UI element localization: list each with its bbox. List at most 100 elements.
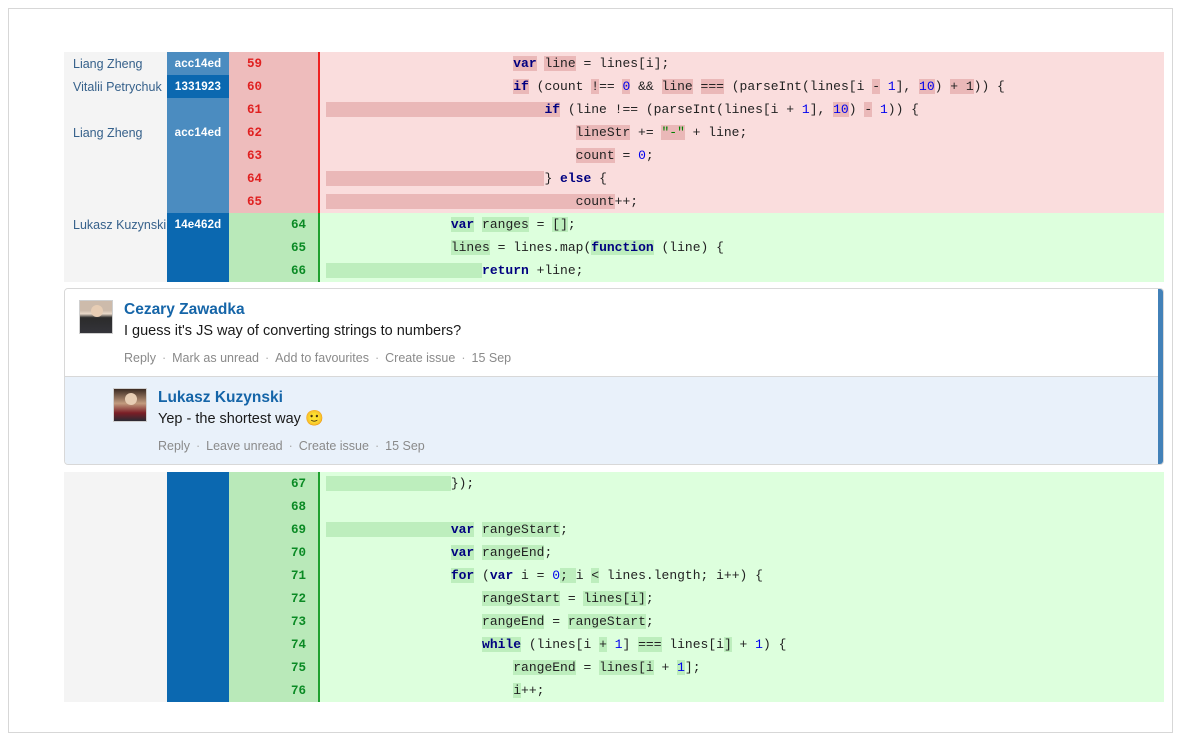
diff-row[interactable]: 65 count++; bbox=[64, 190, 1164, 213]
diff-line-number[interactable]: 70 bbox=[229, 541, 319, 564]
diff-row[interactable]: 69 var rangeStart; bbox=[64, 518, 1164, 541]
diff-commit-hash[interactable]: acc14ed bbox=[167, 121, 229, 144]
action-separator: · bbox=[374, 351, 380, 365]
avatar-face bbox=[91, 305, 103, 317]
diff-line-number[interactable]: 59 bbox=[229, 52, 319, 75]
avatar[interactable] bbox=[113, 388, 147, 422]
avatar[interactable] bbox=[79, 300, 113, 334]
diff-row[interactable]: 76 i++; bbox=[64, 679, 1164, 702]
diff-code-cell[interactable]: rangeEnd = lines[i + 1]; bbox=[318, 656, 1164, 679]
diff-code-cell[interactable]: lines = lines.map(function (line) { bbox=[318, 236, 1164, 259]
diff-code-cell[interactable]: for (var i = 0; i < lines.length; i++) { bbox=[318, 564, 1164, 587]
diff-line-number[interactable]: 67 bbox=[229, 472, 319, 495]
diff-row[interactable]: 61 if (line !== (parseInt(lines[i + 1], … bbox=[64, 98, 1164, 121]
diff-commit-hash[interactable] bbox=[167, 610, 229, 633]
diff-line-number[interactable]: 73 bbox=[229, 610, 319, 633]
diff-code-cell[interactable]: var ranges = []; bbox=[318, 213, 1164, 236]
comment-action-leave-unread[interactable]: Leave unread bbox=[206, 439, 283, 453]
diff-code-cell[interactable]: count = 0; bbox=[318, 144, 1164, 167]
diff-row[interactable]: 71 for (var i = 0; i < lines.length; i++… bbox=[64, 564, 1164, 587]
diff-line-number[interactable]: 60 bbox=[229, 75, 319, 98]
comment-action-mark-as-unread[interactable]: Mark as unread bbox=[172, 351, 259, 365]
diff-line-number[interactable]: 71 bbox=[229, 564, 319, 587]
diff-commit-hash[interactable]: acc14ed bbox=[167, 52, 229, 75]
diff-line-number[interactable]: 62 bbox=[229, 121, 319, 144]
diff-line-number[interactable]: 69 bbox=[229, 518, 319, 541]
diff-row[interactable]: 65 lines = lines.map(function (line) { bbox=[64, 236, 1164, 259]
diff-code-cell[interactable]: } else { bbox=[318, 167, 1164, 190]
diff-row[interactable]: 63 count = 0; bbox=[64, 144, 1164, 167]
diff-commit-hash[interactable] bbox=[167, 190, 229, 213]
diff-code-cell[interactable]: lineStr += "-" + line; bbox=[318, 121, 1164, 144]
diff-code-cell[interactable]: var line = lines[i]; bbox=[318, 52, 1164, 75]
diff-code-cell[interactable]: }); bbox=[318, 472, 1164, 495]
diff-author-cell bbox=[64, 610, 167, 633]
diff-row[interactable]: 70 var rangeEnd; bbox=[64, 541, 1164, 564]
diff-line-number[interactable]: 64 bbox=[229, 167, 319, 190]
diff-line-number[interactable]: 64 bbox=[229, 213, 319, 236]
diff-code-cell[interactable] bbox=[318, 495, 1164, 518]
diff-row[interactable]: 66 return +line; bbox=[64, 259, 1164, 282]
diff-commit-hash[interactable] bbox=[167, 656, 229, 679]
diff-commit-hash[interactable]: 1331923 bbox=[167, 75, 229, 98]
diff-code-cell[interactable]: if (count !== 0 && line === (parseInt(li… bbox=[318, 75, 1164, 98]
diff-commit-hash[interactable] bbox=[167, 541, 229, 564]
diff-commit-hash[interactable] bbox=[167, 495, 229, 518]
diff-code-cell[interactable]: var rangeStart; bbox=[318, 518, 1164, 541]
comment-action-add-to-favourites[interactable]: Add to favourites bbox=[275, 351, 369, 365]
diff-commit-hash[interactable] bbox=[167, 518, 229, 541]
diff-row[interactable]: 73 rangeEnd = rangeStart; bbox=[64, 610, 1164, 633]
diff-commit-hash[interactable]: 14e462d bbox=[167, 213, 229, 236]
diff-line-number[interactable]: 65 bbox=[229, 236, 319, 259]
diff-commit-hash[interactable] bbox=[167, 98, 229, 121]
comment-action-create-issue[interactable]: Create issue bbox=[298, 439, 369, 453]
diff-commit-hash[interactable] bbox=[167, 587, 229, 610]
diff-code-cell[interactable]: var rangeEnd; bbox=[318, 541, 1164, 564]
comment-action-reply[interactable]: Reply bbox=[158, 439, 190, 453]
diff-commit-hash[interactable] bbox=[167, 236, 229, 259]
diff-commit-hash[interactable] bbox=[167, 564, 229, 587]
comment-author-name[interactable]: Cezary Zawadka bbox=[124, 301, 245, 318]
diff-row[interactable]: 68 bbox=[64, 495, 1164, 518]
diff-commit-hash[interactable] bbox=[167, 633, 229, 656]
diff-line-number[interactable]: 61 bbox=[229, 98, 319, 121]
diff-commit-hash[interactable] bbox=[167, 679, 229, 702]
diff-line-number[interactable]: 65 bbox=[229, 190, 319, 213]
diff-code-cell[interactable]: rangeStart = lines[i]; bbox=[318, 587, 1164, 610]
comment-action-reply[interactable]: Reply bbox=[124, 351, 156, 365]
diff-code-cell[interactable]: count++; bbox=[318, 190, 1164, 213]
diff-code-cell[interactable]: if (line !== (parseInt(lines[i + 1], 10)… bbox=[318, 98, 1164, 121]
smiley-icon: 🙂 bbox=[304, 410, 324, 427]
avatar-face bbox=[125, 393, 137, 405]
diff-commit-hash[interactable] bbox=[167, 472, 229, 495]
diff-row[interactable]: 64 } else { bbox=[64, 167, 1164, 190]
diff-line-number[interactable]: 76 bbox=[229, 679, 319, 702]
diff-line-number[interactable]: 74 bbox=[229, 633, 319, 656]
diff-code-cell[interactable]: i++; bbox=[318, 679, 1164, 702]
diff-row[interactable]: 74 while (lines[i + 1] === lines[i] + 1)… bbox=[64, 633, 1164, 656]
diff-line-number[interactable]: 72 bbox=[229, 587, 319, 610]
diff-row[interactable]: 75 rangeEnd = lines[i + 1]; bbox=[64, 656, 1164, 679]
diff-commit-hash[interactable] bbox=[167, 144, 229, 167]
diff-row[interactable]: 67 }); bbox=[64, 472, 1164, 495]
diff-commit-hash[interactable] bbox=[167, 167, 229, 190]
diff-code-cell[interactable]: return +line; bbox=[318, 259, 1164, 282]
diff-author-cell bbox=[64, 679, 167, 702]
action-separator: · bbox=[374, 439, 380, 453]
comment-author-name[interactable]: Lukasz Kuzynski bbox=[158, 389, 283, 406]
diff-line-number[interactable]: 66 bbox=[229, 259, 319, 282]
comment-action-create-issue[interactable]: Create issue bbox=[385, 351, 456, 365]
diff-code-cell[interactable]: while (lines[i + 1] === lines[i] + 1) { bbox=[318, 633, 1164, 656]
diff-line-number[interactable]: 68 bbox=[229, 495, 319, 518]
diff-commit-hash[interactable] bbox=[167, 259, 229, 282]
diff-code-cell[interactable]: rangeEnd = rangeStart; bbox=[318, 610, 1164, 633]
diff-line-number[interactable]: 75 bbox=[229, 656, 319, 679]
diff-row[interactable]: 72 rangeStart = lines[i]; bbox=[64, 587, 1164, 610]
diff-line-number[interactable]: 63 bbox=[229, 144, 319, 167]
